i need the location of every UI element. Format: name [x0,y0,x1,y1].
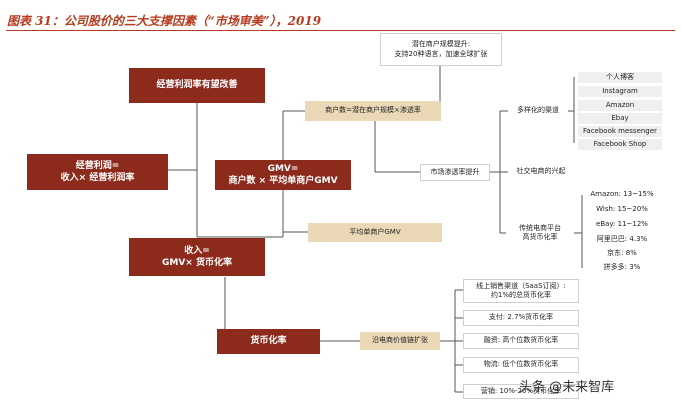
channel-item: Amazon [578,100,662,111]
merchant-count-formula-node: 商户数=潜在商户规模×渗透率 [305,101,441,121]
value-chain-item: 融资: 高个位数货币化率 [463,333,579,349]
channel-item: Instagram [578,86,662,97]
platform-rate-item: 拼多多: 3% [584,262,660,274]
figure-title: 图表 31：公司股价的三大支撑因素（“市场审美”），2019 [7,14,322,28]
channel-item: Facebook messenger [578,126,662,137]
multichannel-node: 多样化的渠道 [508,103,568,119]
monetization-rate-node: 货币化率 [217,329,320,354]
social-commerce-node: 社交电商的兴起 [508,164,574,180]
channel-item: Facebook Shop [578,139,662,150]
channel-item: 个人博客 [578,72,662,83]
market-penetration-node: 市场渗透率提升 [420,164,490,181]
platform-rate-item: Amazon: 13~15% [584,189,660,201]
gmv-node: GMV= 商户数 × 平均单商户GMV [215,160,351,190]
value-chain-item: 支付: 2.7%货币化率 [463,310,579,326]
avg-merchant-gmv-node: 平均单商户GMV [308,223,442,242]
value-chain-item: 物流: 低个位数货币化率 [463,357,579,373]
title-rule [6,30,675,31]
platform-rate-item: 阿里巴巴: 4.3% [584,234,660,246]
operating-profit-node: 经营利润= 收入× 经营利润率 [27,154,168,190]
potential-merchants-node: 潜在商户规模提升: 支持20种语言，加速全球扩张 [380,33,502,66]
value-chain-expansion-node: 沿电商价值链扩张 [360,332,440,350]
value-chain-item: 营销: 10%-20%货币化率 [463,384,579,399]
platform-rate-item: eBay: 11~12% [584,219,660,231]
traditional-ecommerce-node: 传统电商平台 高货币化率 [506,222,574,244]
platform-rate-item: 京东: 8% [584,248,660,260]
watermark: 头条 @未来智库 [519,380,615,395]
margin-improve-node: 经营利润率有望改善 [129,68,265,103]
value-chain-item: 线上销售渠道（SaaS订阅）: 约1%的总货币化率 [463,279,579,303]
revenue-node: 收入= GMV× 货币化率 [129,238,265,276]
channel-item: Ebay [578,113,662,124]
platform-rate-item: Wish: 15~20% [584,204,660,216]
